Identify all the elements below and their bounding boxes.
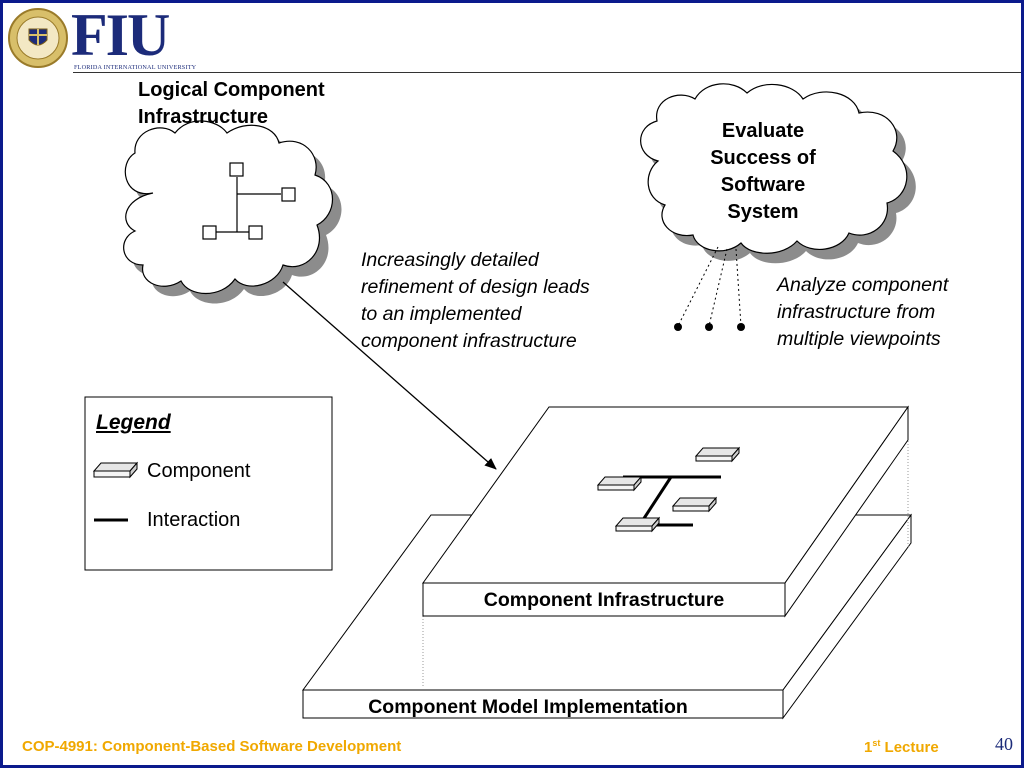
header-rule xyxy=(73,72,1021,73)
evaluate-cloud xyxy=(640,83,916,264)
evaluate-cloud-label: Evaluate Success of Software System xyxy=(710,120,816,223)
viewpoint-lines xyxy=(674,246,745,331)
legend-box xyxy=(84,396,333,571)
refinement-arrow xyxy=(282,281,497,470)
refinement-note: Increasingly detailed refinement of desi… xyxy=(361,249,590,352)
fiu-logo-subtext: FLORIDA INTERNATIONAL UNIVERSITY xyxy=(74,64,197,71)
page-number: 40 xyxy=(995,734,1013,754)
viewpoint-dot xyxy=(705,323,713,331)
legend-component-icon xyxy=(92,461,139,479)
component-model-implementation-label: Component Model Implementation xyxy=(368,696,688,718)
component-infrastructure-label: Component Infrastructure xyxy=(483,589,725,611)
legend-title: Legend xyxy=(96,411,171,434)
logical-infrastructure-cloud xyxy=(123,120,342,304)
diagram-canvas xyxy=(84,83,916,720)
footer-course-title: COP-4991: Component-Based Software Devel… xyxy=(22,738,402,755)
logical-infrastructure-label: Logical Component Infrastructure xyxy=(138,79,325,128)
footer-lecture: 1st Lecture xyxy=(864,738,939,756)
fiu-seal-icon xyxy=(8,8,68,68)
component-block xyxy=(671,496,718,513)
component-block xyxy=(596,475,643,492)
viewpoint-dot xyxy=(674,323,682,331)
legend-interaction-label: Interaction xyxy=(147,509,241,531)
component-infrastructure-layer xyxy=(422,405,909,618)
viewpoint-dot xyxy=(737,323,745,331)
analyze-note: Analyze component infrastructure from mu… xyxy=(777,274,949,350)
component-block xyxy=(614,516,661,533)
fiu-logo-text: FIU xyxy=(71,2,170,68)
component-block xyxy=(694,446,741,463)
legend-component-label: Component xyxy=(147,460,251,482)
